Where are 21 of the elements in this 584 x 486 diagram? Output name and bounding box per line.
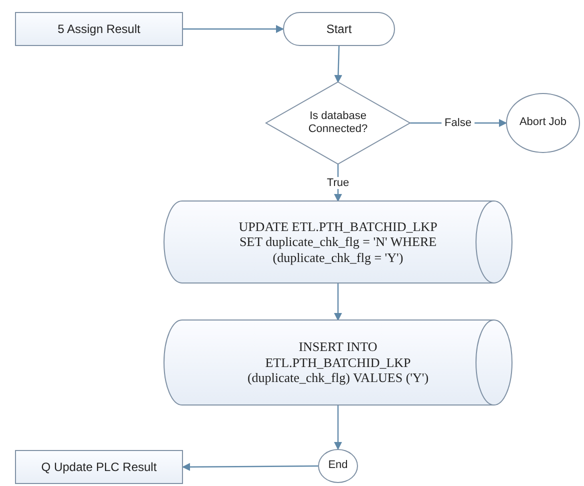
node-label: 5 Assign Result	[58, 22, 140, 36]
arrow	[334, 46, 342, 83]
arrow	[334, 283, 342, 321]
end-circle	[318, 449, 358, 483]
node-label: UPDATE ETL.PTH_BATCHID_LKP SET duplicate_chk_flg = 'N' WHERE (duplicate_chk_flg = 'Y')	[238, 218, 438, 266]
node-label: End	[328, 459, 348, 473]
decision-diamond	[266, 82, 410, 164]
node-label: Q Update PLC Result	[41, 460, 157, 474]
node-label: Start	[326, 22, 352, 36]
process-box	[15, 12, 183, 46]
node-label: Is database Connected?	[307, 110, 369, 136]
process-box	[15, 450, 183, 484]
node-label: INSERT INTO ETL.PTH_BATCHID_LKP (duplicate_chk_flg) VALUES ('Y')	[246, 339, 430, 386]
arrow	[183, 25, 284, 33]
database-cylinder	[164, 320, 512, 405]
terminator-box	[283, 12, 395, 46]
arrow	[334, 405, 342, 450]
database-cylinder	[164, 201, 512, 283]
edge-label: False	[442, 117, 474, 129]
arrow	[182, 462, 318, 471]
node-label: Abort Job	[519, 116, 567, 130]
